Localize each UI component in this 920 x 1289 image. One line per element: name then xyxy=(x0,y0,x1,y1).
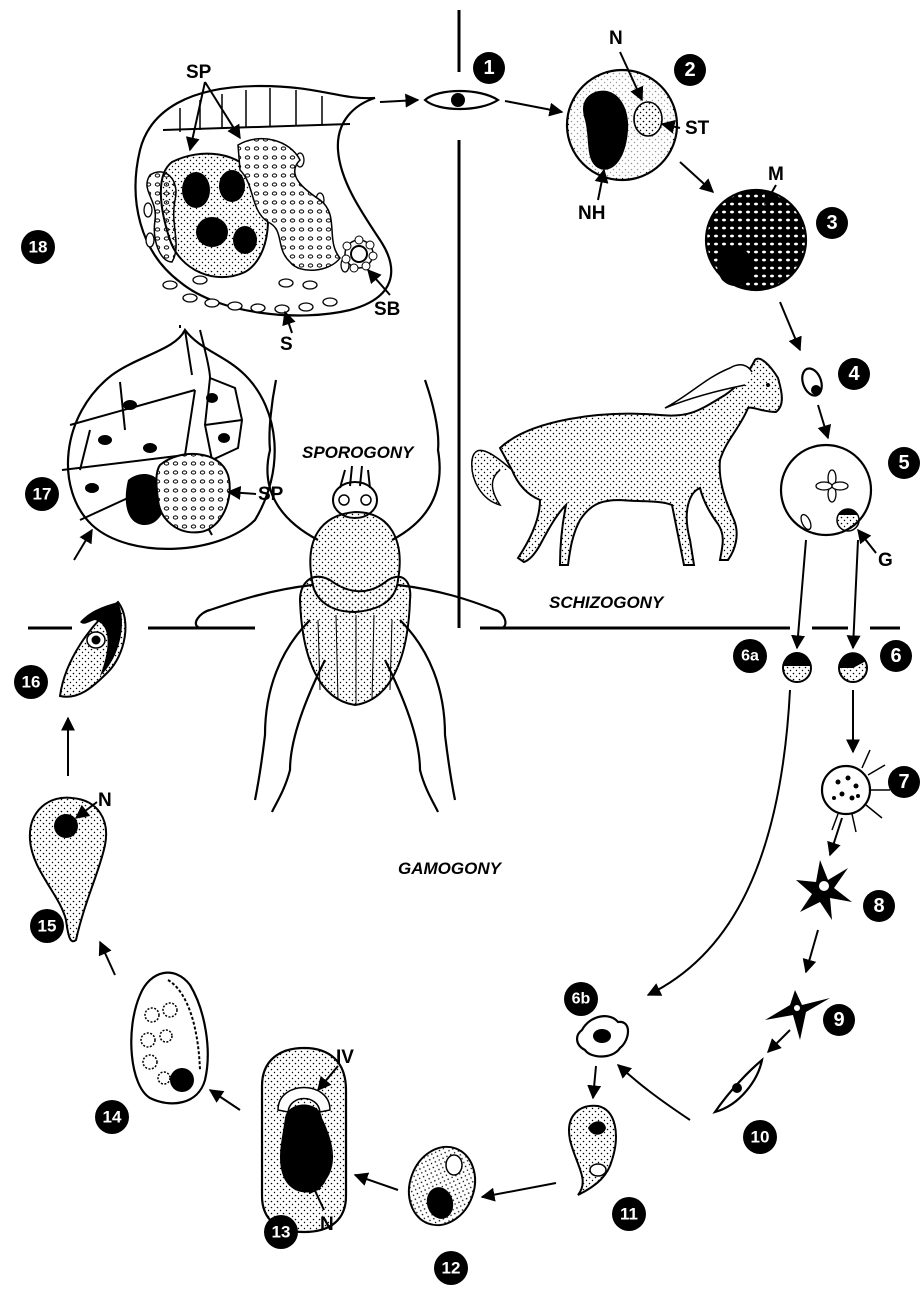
stage-12-kinete xyxy=(398,1137,486,1234)
svg-text:9: 9 xyxy=(833,1009,844,1031)
stage-6a-gametocyte xyxy=(783,652,811,682)
stage-6-gametocyte xyxy=(839,652,867,682)
stage-number-7: 7 xyxy=(888,766,920,798)
svg-text:10: 10 xyxy=(751,1128,770,1147)
label-n-15: N xyxy=(98,790,112,811)
stage-number-5: 5 xyxy=(888,447,920,479)
svg-text:6: 6 xyxy=(890,645,901,667)
label-st: ST xyxy=(685,118,710,139)
svg-text:16: 16 xyxy=(22,673,41,692)
label-s: S xyxy=(280,334,293,355)
svg-text:11: 11 xyxy=(620,1205,638,1224)
stage-number-4: 4 xyxy=(838,358,870,390)
svg-text:6b: 6b xyxy=(572,991,591,1008)
stage-9-ray-body xyxy=(765,990,830,1040)
stage-1-sporozoite xyxy=(425,91,498,109)
svg-text:1: 1 xyxy=(483,57,494,79)
stage-number-18: 18 xyxy=(21,230,55,264)
svg-text:14: 14 xyxy=(103,1108,122,1127)
stage-number-6a: 6a xyxy=(733,639,767,673)
stage-10-zygote xyxy=(715,1060,762,1112)
phase-label-sporogony: SPOROGONY xyxy=(302,443,415,462)
svg-text:7: 7 xyxy=(898,771,909,793)
svg-text:4: 4 xyxy=(848,363,860,385)
stage-number-2: 2 xyxy=(674,54,706,86)
stage-number-16: 16 xyxy=(14,665,48,699)
label-sp-17: SP xyxy=(258,484,284,505)
label-sb: SB xyxy=(374,299,400,320)
horse-illustration xyxy=(472,359,782,565)
svg-text:2: 2 xyxy=(684,59,695,81)
stage-number-3: 3 xyxy=(816,207,848,239)
stage-number-12: 12 xyxy=(434,1251,468,1285)
stage-number-6b: 6b xyxy=(564,982,598,1016)
phase-label-gamogony: GAMOGONY xyxy=(398,859,503,878)
stage-4-merozoite xyxy=(799,366,825,398)
stage-number-13: 13 xyxy=(264,1215,298,1249)
svg-text:12: 12 xyxy=(442,1259,461,1278)
stage-16-kinete xyxy=(60,602,125,697)
stage-7-ray-body xyxy=(822,750,890,832)
svg-text:6a: 6a xyxy=(741,648,759,665)
stage-2-infected-lymphocyte xyxy=(567,70,677,180)
phase-label-schizogony: SCHIZOGONY xyxy=(549,593,665,612)
svg-text:3: 3 xyxy=(826,212,837,234)
svg-text:17: 17 xyxy=(33,485,52,504)
stage-6b-kinete xyxy=(577,1016,628,1056)
label-n-13: N xyxy=(320,1214,334,1235)
stage-number-10: 10 xyxy=(743,1120,777,1154)
stage-5-infected-erythrocyte xyxy=(781,445,871,535)
stage-18-salivary-gland xyxy=(136,86,392,315)
stage-number-6: 6 xyxy=(880,640,912,672)
label-sp-18: SP xyxy=(186,62,212,83)
stage-13-kinete xyxy=(262,1048,346,1232)
stage-number-9: 9 xyxy=(823,1004,855,1036)
svg-text:15: 15 xyxy=(38,917,57,936)
label-n-2: N xyxy=(609,28,623,49)
stage-number-17: 17 xyxy=(25,477,59,511)
label-iv: IV xyxy=(336,1047,354,1068)
stage-number-15: 15 xyxy=(30,909,64,943)
label-nh: NH xyxy=(578,203,605,224)
stage-number-14: 14 xyxy=(95,1100,129,1134)
stage-14-kinete xyxy=(131,973,207,1104)
stage-17-salivary-acinus xyxy=(62,330,275,549)
svg-text:8: 8 xyxy=(873,895,884,917)
stage-number-8: 8 xyxy=(863,890,895,922)
label-m: M xyxy=(768,164,784,185)
stage-11-kinete xyxy=(569,1106,616,1195)
stage-number-11: 11 xyxy=(612,1197,646,1231)
svg-text:18: 18 xyxy=(29,238,48,257)
stage-number-1: 1 xyxy=(473,52,505,84)
svg-text:5: 5 xyxy=(898,452,909,474)
label-g: G xyxy=(878,550,893,571)
stage-3-macroschizont xyxy=(706,190,806,290)
svg-text:13: 13 xyxy=(272,1223,291,1242)
stage-8-ray-body xyxy=(796,860,852,920)
